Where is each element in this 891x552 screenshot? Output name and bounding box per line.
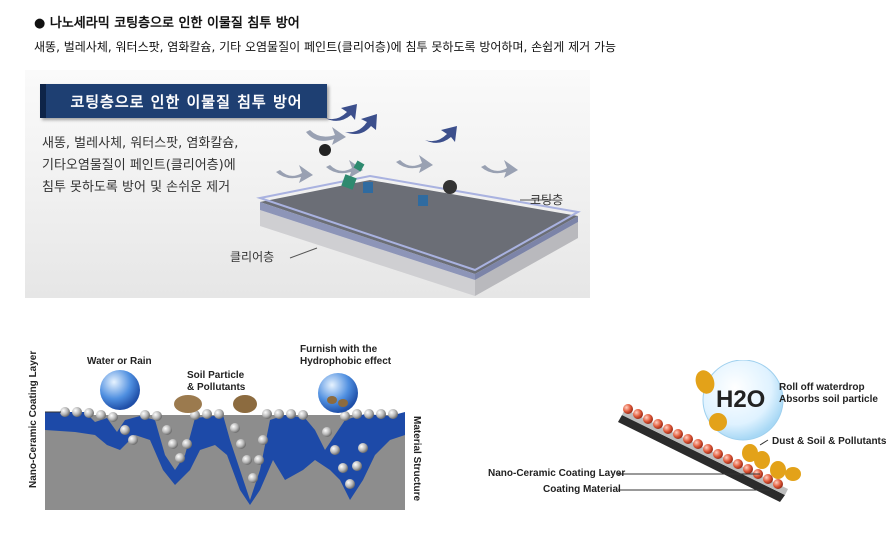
furnish-label-1: Furnish with the xyxy=(300,344,378,355)
h2o-label: H2O xyxy=(716,386,766,413)
soil-label-1: Soil Particle xyxy=(187,370,245,381)
coating-material-strip xyxy=(618,415,785,502)
soil-particle xyxy=(174,395,202,413)
rolloff-label-1: Roll off waterdrop xyxy=(779,382,865,393)
furnish-label-2: Hydrophobic effect xyxy=(300,356,392,367)
top-figure-description: 새똥, 벌레사체, 워터스팟, 염화칼슘, 기타오염물질이 페인트(클리어층)에… xyxy=(42,133,272,199)
deflect-arrows xyxy=(276,127,518,183)
water-drop xyxy=(100,370,140,410)
top-figure-banner: 코팅층으로 인한 이물질 침투 방어 xyxy=(40,84,327,118)
blue-arrows xyxy=(325,104,457,143)
dust-particle xyxy=(785,467,801,481)
dust-particle xyxy=(709,413,727,431)
blue-particle xyxy=(363,182,373,193)
ceramic-beads xyxy=(60,407,398,489)
dust-label: Dust & Soil & Pollutants xyxy=(772,436,887,447)
rolloff-label-2: Absorbs soil particle xyxy=(779,394,878,405)
coating-layer-vertical-label: Nano-Ceramic Coating Layer xyxy=(28,350,39,488)
coating-slab-illustration xyxy=(256,104,581,296)
rolloff-waterdrop-diagram xyxy=(618,360,801,502)
water-label: Water or Rain xyxy=(87,356,152,367)
coating-material-label: Coating Material xyxy=(543,484,621,495)
desc-line: 침투 못하도록 방어 및 손쉬운 제거 xyxy=(42,180,231,195)
desc-line: 새똥, 벌레사체, 워터스팟, 염화칼슘, xyxy=(42,136,239,151)
section-subtitle: 새똥, 벌레사체, 워터스팟, 염화칼슘, 기타 오염물질이 페인트(클리어층)… xyxy=(34,40,617,54)
dust-particle xyxy=(742,444,758,462)
dust-particle xyxy=(754,451,770,469)
red-ceramic-beads xyxy=(623,404,783,489)
desc-line: 기타오염물질이 페인트(클리어층)에 xyxy=(42,158,236,173)
right-coating-layer-label: Nano-Ceramic Coating Layer xyxy=(488,468,626,479)
material-structure-label: Material Structure xyxy=(411,416,422,502)
soil-label-2: & Pollutants xyxy=(187,382,246,393)
dust-particle xyxy=(770,461,786,479)
soil-particle xyxy=(233,395,257,413)
clear-layer-label: 클리어층 xyxy=(230,250,275,264)
hydrophobic-drop xyxy=(318,373,358,413)
dirt-particle xyxy=(443,180,457,194)
green-particle xyxy=(341,174,357,190)
blue-particle xyxy=(418,195,428,206)
green-particle xyxy=(353,160,365,172)
section-title: ● 나노세라믹 코팅층으로 인한 이물질 침투 방어 xyxy=(34,16,300,31)
dust-particle xyxy=(695,370,715,394)
surface-cross-section-diagram xyxy=(45,370,405,510)
dirt-particle xyxy=(319,144,331,156)
coating-layer-label: 코팅층 xyxy=(530,193,564,207)
